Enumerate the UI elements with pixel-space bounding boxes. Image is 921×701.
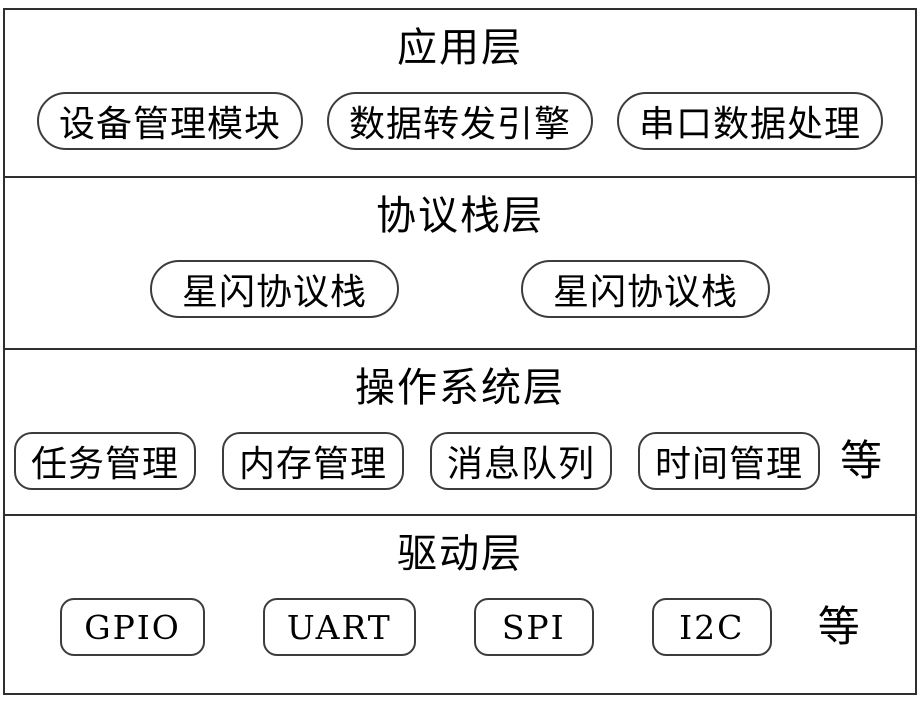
module-box-data-forwarding-engine: 数据转发引擎: [326, 92, 593, 150]
module-box-device-management: 设备管理模块: [37, 92, 304, 150]
layer-operating-system-title: 操作系统层: [355, 365, 565, 411]
module-box-spi: SPI: [473, 598, 594, 656]
module-box-sparklink-stack-2: 星闪协议栈: [521, 260, 771, 318]
layer-application: 应用层 设备管理模块 数据转发引擎 串口数据处理: [5, 10, 915, 178]
module-box-serial-data-processing: 串口数据处理: [616, 92, 883, 150]
layer-driver-title: 驱动层: [397, 531, 523, 577]
layer-protocol-stack-title: 协议栈层: [376, 193, 544, 239]
layer-application-module-row: 设备管理模块 数据转发引擎 串口数据处理: [5, 92, 915, 150]
architecture-diagram: 应用层 设备管理模块 数据转发引擎 串口数据处理 协议栈层 星闪协议栈 星闪协议…: [3, 8, 917, 695]
module-box-task-management: 任务管理: [14, 432, 197, 490]
layer-driver-module-row: GPIO UART SPI I2C 等: [5, 598, 915, 656]
module-box-i2c: I2C: [651, 598, 772, 656]
module-box-message-queue: 消息队列: [430, 432, 613, 490]
module-box-uart: UART: [262, 598, 416, 656]
layer-protocol-stack-module-row: 星闪协议栈 星闪协议栈: [5, 260, 915, 318]
module-box-sparklink-stack-1: 星闪协议栈: [149, 260, 399, 318]
module-box-gpio: GPIO: [60, 598, 205, 656]
layer-operating-system-module-row: 任务管理 内存管理 消息队列 时间管理 等: [5, 432, 915, 490]
module-box-memory-management: 内存管理: [222, 432, 405, 490]
layer-operating-system: 操作系统层 任务管理 内存管理 消息队列 时间管理 等: [5, 350, 915, 516]
layer-application-title: 应用层: [397, 25, 523, 71]
etc-label-os: 等: [840, 436, 883, 485]
etc-label-driver: 等: [817, 602, 860, 651]
module-box-time-management: 时间管理: [638, 432, 821, 490]
layer-protocol-stack: 协议栈层 星闪协议栈 星闪协议栈: [5, 178, 915, 350]
layer-driver: 驱动层 GPIO UART SPI I2C 等: [5, 516, 915, 693]
